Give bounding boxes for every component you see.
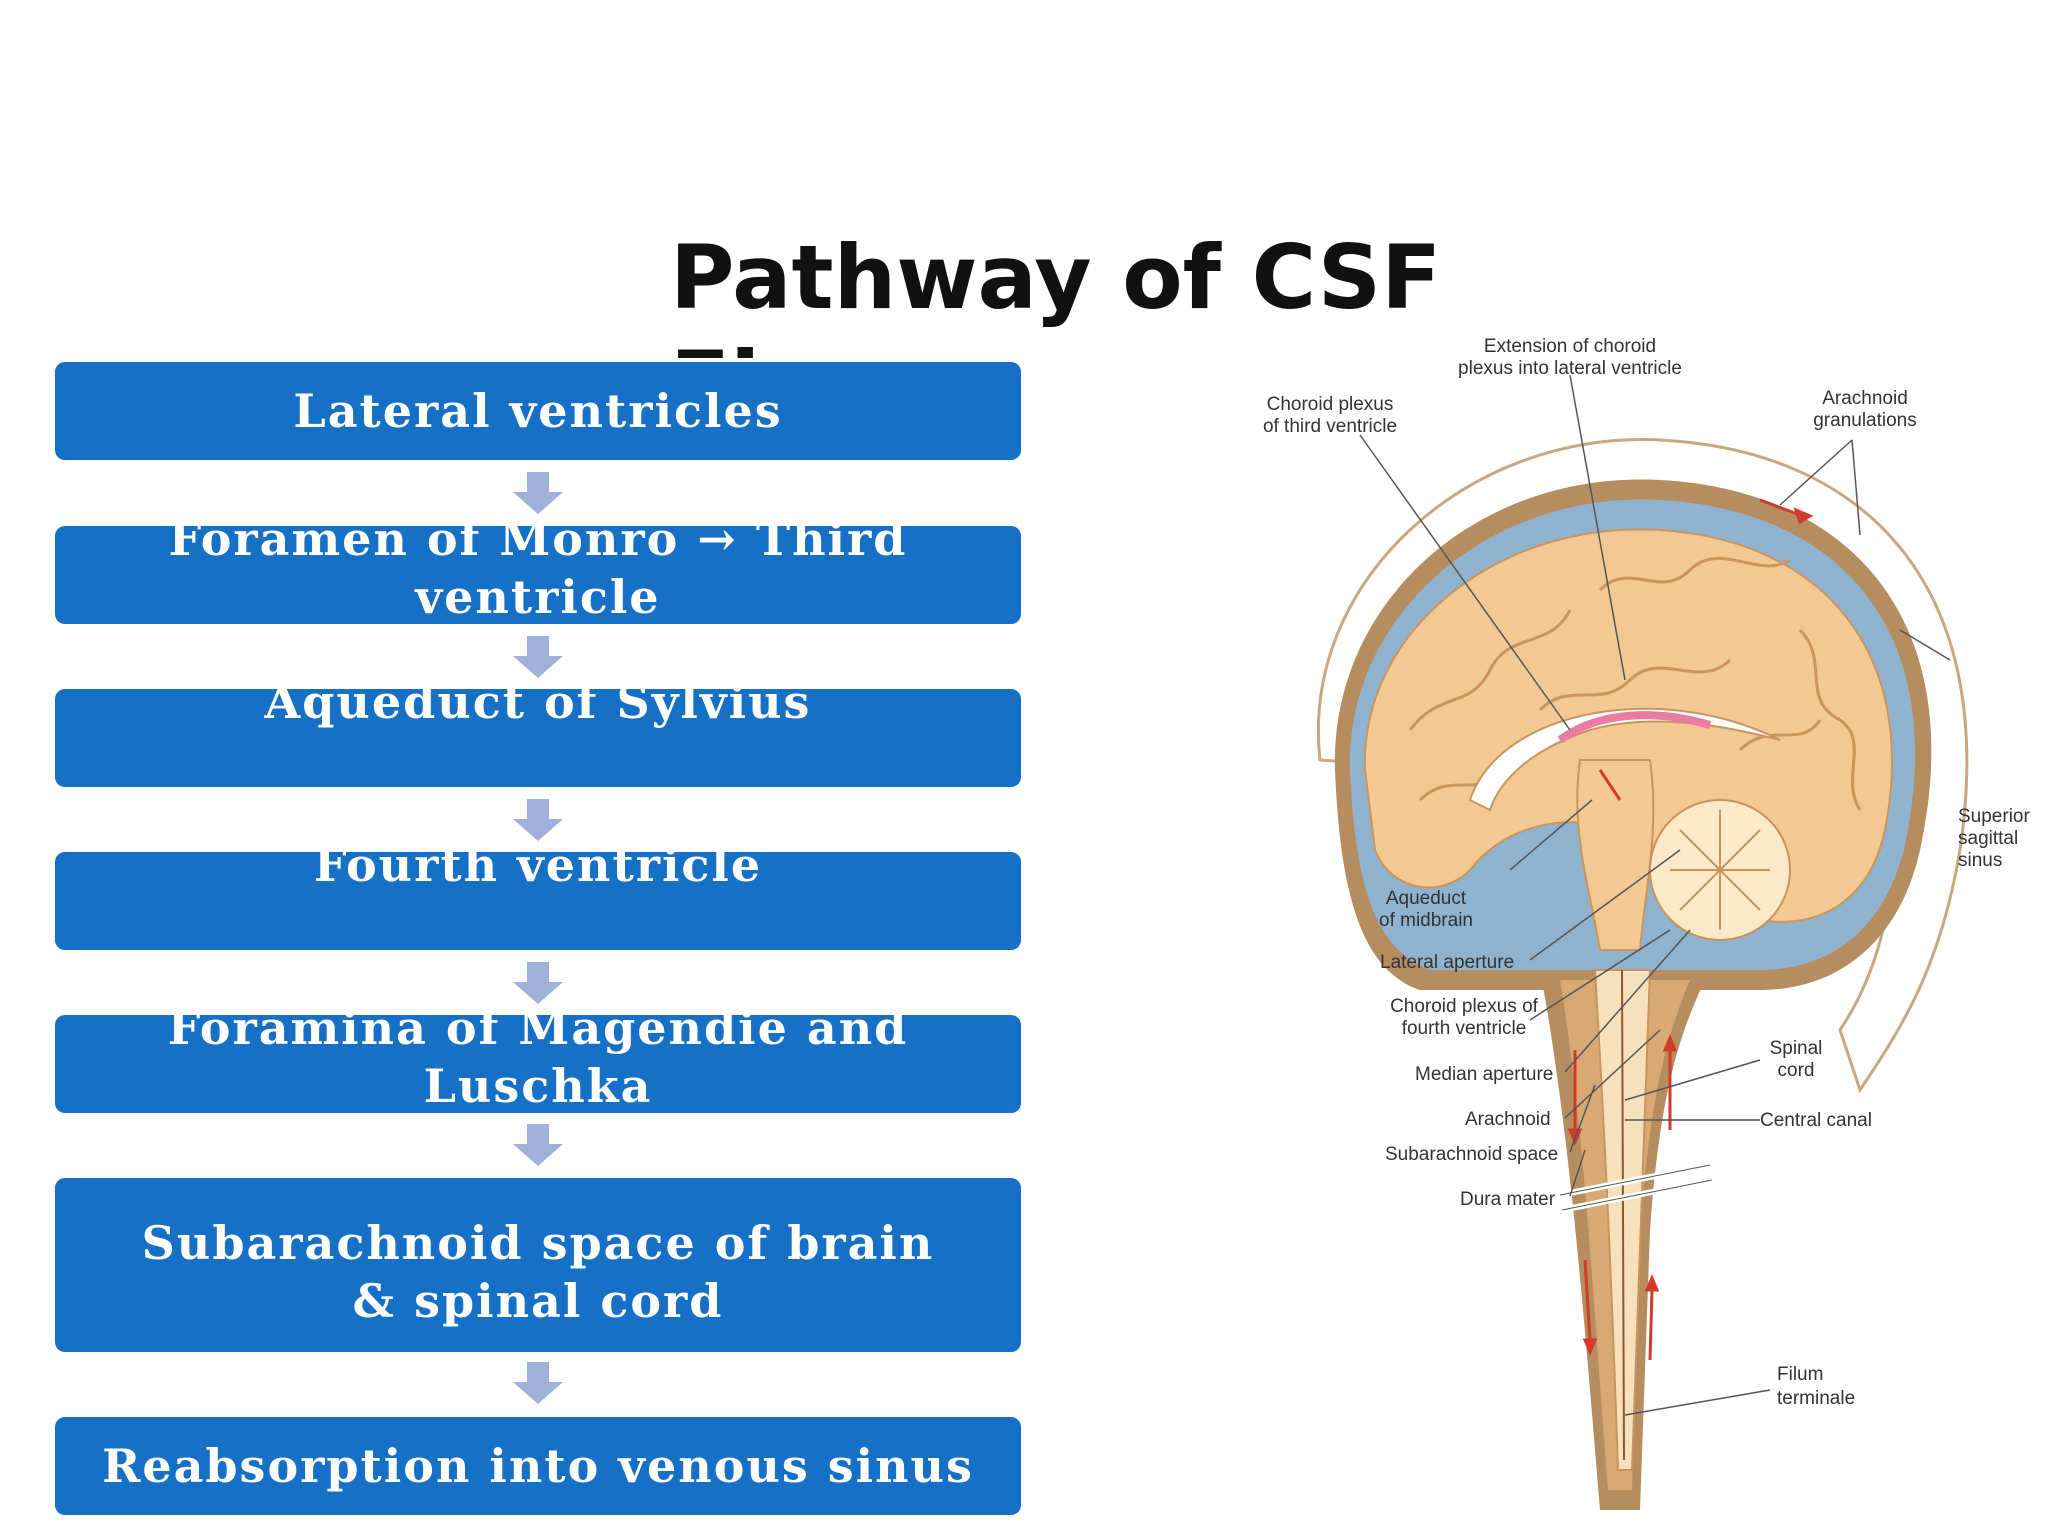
flow-step-label: Subarachnoid space of brain & spinal cor… [141, 1216, 935, 1328]
down-arrow-icon [513, 636, 563, 678]
label-choroid-fourth: Choroid plexus of [1390, 996, 1539, 1017]
label-arachnoid-granulations: Arachnoid [1822, 388, 1908, 409]
label-spinal-cord-2: cord [1778, 1060, 1815, 1081]
down-arrow-icon [513, 472, 563, 514]
csf-anatomy-illustration: Extension of choroid plexus into lateral… [1263, 336, 2030, 1510]
flow-step-foramen-of-monro: Foramen of Monro → Third ventricle [55, 512, 1021, 624]
flow-step-reabsorption: Reabsorption into venous sinus [55, 1417, 1021, 1515]
label-choroid-fourth-2: fourth ventricle [1402, 1018, 1527, 1039]
label-choroid-third-2: of third ventricle [1263, 416, 1397, 437]
label-arachnoid-granulations-2: granulations [1813, 410, 1917, 431]
label-aqueduct-midbrain: Aqueduct [1386, 888, 1467, 909]
label-dura-mater: Dura mater [1460, 1189, 1556, 1210]
label-median-aperture: Median aperture [1415, 1064, 1553, 1085]
flow-step-aqueduct-of-sylvius: Aqueduct of Sylvius [55, 675, 1021, 787]
down-arrow-icon [513, 1362, 563, 1404]
corpus-callosum [1468, 707, 1781, 812]
label-filum-terminale: Filum [1777, 1364, 1823, 1385]
label-filum-terminale-2: terminale [1777, 1388, 1855, 1409]
label-aqueduct-midbrain-2: of midbrain [1379, 910, 1473, 931]
label-superior-sagittal-3: sinus [1958, 850, 2002, 871]
label-extension-choroid: Extension of choroid [1484, 336, 1656, 357]
label-subarachnoid-space: Subarachnoid space [1385, 1144, 1558, 1165]
flow-step-label: Fourth ventricle [313, 838, 763, 892]
label-central-canal: Central canal [1760, 1110, 1872, 1131]
label-spinal-cord: Spinal [1770, 1038, 1823, 1059]
label-lateral-aperture: Lateral aperture [1380, 952, 1514, 973]
flow-step-label: Aqueduct of Sylvius [264, 675, 812, 729]
label-superior-sagittal-2: sagittal [1958, 828, 2018, 849]
title-overflow-line: Flow [670, 340, 790, 358]
flow-step-label: Lateral ventricles [293, 384, 783, 438]
down-arrow-icon [513, 962, 563, 1004]
slide-title: Pathway of CSF [670, 226, 1442, 329]
choroid-plexus [1557, 711, 1712, 744]
flow-step-label: Reabsorption into venous sinus [102, 1439, 974, 1493]
label-choroid-third: Choroid plexus [1267, 394, 1394, 415]
title-overflow-text: Flow [670, 340, 790, 358]
label-extension-choroid-2: plexus into lateral ventricle [1458, 358, 1682, 379]
flow-step-fourth-ventricle: Fourth ventricle [55, 838, 1021, 950]
skull-outline [1317, 438, 1969, 1094]
label-superior-sagittal: Superior [1958, 806, 2030, 827]
flow-step-subarachnoid-space: Subarachnoid space of brain & spinal cor… [55, 1178, 1021, 1352]
flow-step-lateral-ventricles: Lateral ventricles [55, 362, 1021, 460]
flow-step-label: Foramen of Monro → Third ventricle [168, 512, 908, 624]
down-arrow-icon [513, 1124, 563, 1166]
flow-step-label: Foramina of Magendie and Luschka [167, 1001, 909, 1113]
label-arachnoid: Arachnoid [1465, 1109, 1551, 1130]
flow-step-foramina-magendie-luschka: Foramina of Magendie and Luschka [55, 1001, 1021, 1113]
down-arrow-icon [513, 799, 563, 841]
